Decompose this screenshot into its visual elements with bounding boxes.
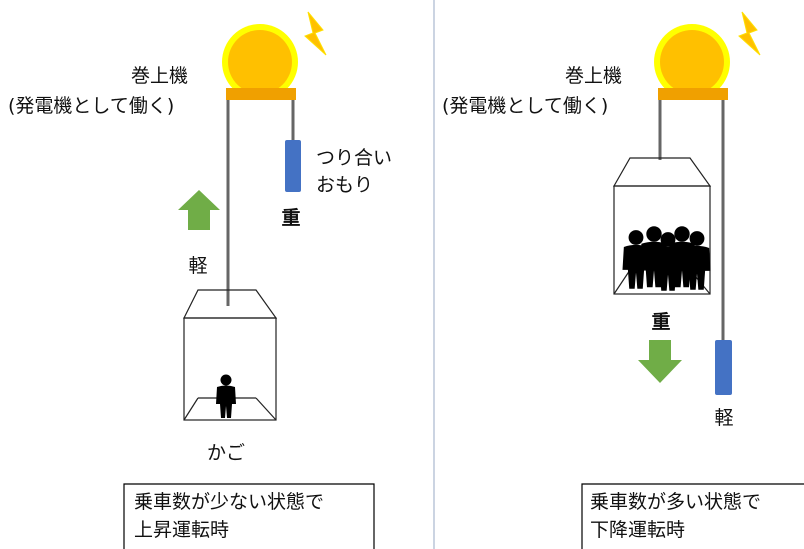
motor-label-line2-right: (発電機として働く): [442, 95, 608, 117]
left-caption-line1: 乗車数が少ない状態で: [134, 491, 324, 513]
motor-label-line1: 巻上機: [131, 65, 188, 87]
counterweight-label-line1: つり合い: [316, 147, 392, 169]
winch-motor-icon: [222, 24, 298, 100]
car-label: かご: [207, 442, 245, 464]
elevator-car: [183, 289, 278, 421]
counterweight-label-line2: おもり: [316, 174, 373, 196]
car-weight-label: 軽: [188, 255, 207, 277]
left-caption-box: 乗車数が少ない状態で 上昇運転時: [123, 483, 375, 549]
arrow-down-icon: [638, 340, 682, 383]
motor-label-line1-right: 巻上機: [565, 65, 622, 87]
right-panel: 巻上機 (発電機として働く) 重 軽 乗車数が多い状態で 下降運転時: [442, 11, 804, 549]
arrow-up-icon: [178, 190, 220, 230]
motor-label-line2: (発電機として働く): [8, 95, 174, 117]
right-caption-line2: 下降運転時: [590, 519, 685, 541]
counterweight-weight-label: 重: [281, 207, 300, 229]
winch-motor-icon-right: [654, 24, 730, 100]
lightning-bolt-icon-right: [738, 11, 761, 56]
car-weight-label-right: 重: [651, 311, 670, 333]
passenger-crowd: [622, 226, 711, 291]
counterweight-weight-label-right: 軽: [714, 407, 733, 429]
lightning-bolt-icon: [304, 11, 327, 56]
right-caption-box: 乗車数が多い状態で 下降運転時: [581, 483, 804, 549]
person-silhouette-icon: [216, 374, 236, 418]
left-caption-line2: 上昇運転時: [134, 519, 229, 541]
left-panel: 巻上機 (発電機として働く) つり合い おもり 重 軽 かご 乗車数が少ない状態…: [8, 11, 392, 549]
counterweight-right: [715, 340, 732, 395]
counterweight: [285, 140, 301, 192]
right-caption-line1: 乗車数が多い状態で: [590, 491, 761, 513]
